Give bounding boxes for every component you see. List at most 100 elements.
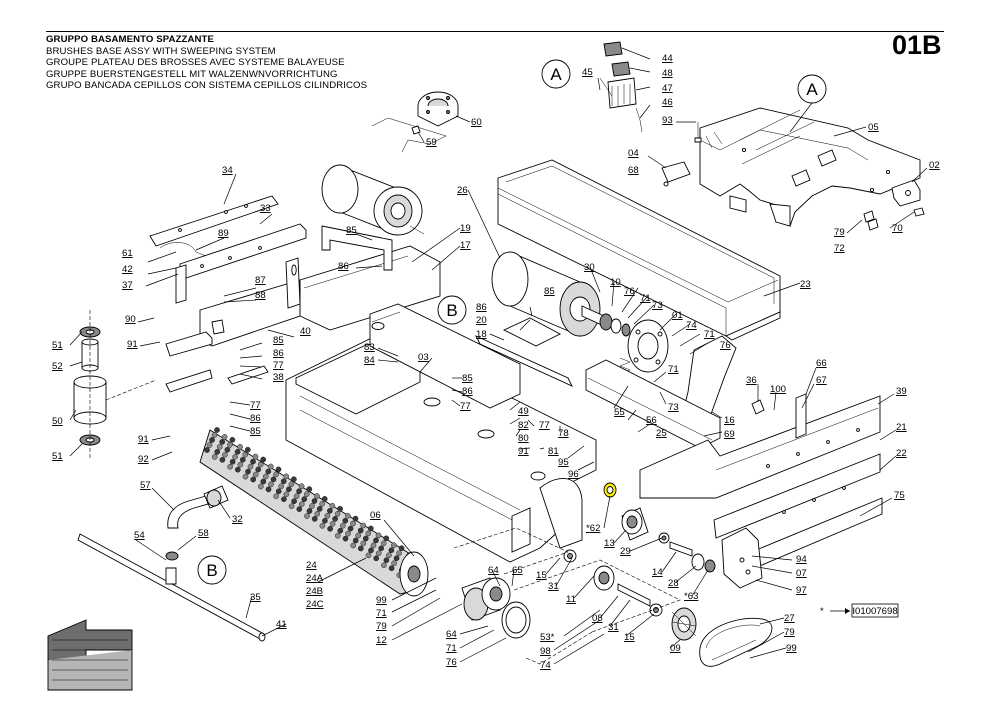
bristle-tuft (260, 456, 267, 463)
part-label-75: 75 (894, 490, 905, 501)
bristle-tuft (275, 488, 282, 495)
part-label-76-low: 76 (446, 657, 457, 668)
bristle-tuft (314, 493, 320, 499)
bristle-tuft (298, 483, 305, 490)
bristle-tuft (342, 517, 349, 524)
reference-star: * (820, 606, 824, 617)
part-number-labels: 44 48 47 45 46 93 04 68 05 02 79 72 70 6… (52, 53, 940, 671)
bristle-tuft (304, 513, 310, 519)
bristle-tuft (365, 530, 372, 537)
bristle-tuft (209, 437, 215, 443)
bristle-tuft (204, 447, 210, 453)
bristle-tuft (352, 537, 359, 544)
bristle-tuft (388, 565, 395, 572)
bristle-tuft (298, 501, 305, 507)
part-label-85-top: 85 (346, 225, 357, 236)
bristle-tuft (214, 427, 220, 433)
part-label-77-base: 77 (460, 401, 471, 412)
bristle-tuft (265, 468, 272, 475)
bristle-tuft (242, 473, 249, 480)
bristle-tuft (252, 471, 259, 478)
bristle-tuft (211, 432, 218, 438)
part-label-24: 24 (306, 560, 317, 571)
part-label-92: 92 (138, 454, 149, 465)
bristle-tuft (375, 550, 382, 557)
part-label-20: 20 (476, 315, 487, 326)
plate-40-drawing (199, 225, 441, 347)
bristle-tuft (234, 466, 241, 473)
part-label-77-low: 77 (250, 400, 261, 411)
part-label-25: 25 (656, 428, 667, 439)
reference-note: * I01007698 (820, 603, 899, 618)
frame-05-drawing (699, 107, 921, 227)
part-label-08: 08 (592, 613, 603, 624)
part-label-19: 19 (460, 223, 471, 234)
part-label-07: 07 (796, 568, 807, 579)
bristle-tuft (257, 461, 264, 468)
part-label-91-left: 91 (127, 339, 138, 350)
part-label-15-low: 15 (624, 632, 635, 643)
part-label-58: 58 (198, 528, 209, 539)
bristle-tuft (227, 463, 233, 470)
part-label-54: 54 (134, 530, 145, 541)
part-label-79-right: 79 (784, 627, 795, 638)
electrical-switches-drawing (599, 41, 643, 133)
part-label-80: 80 (518, 433, 529, 444)
bristle-tuft (357, 527, 364, 534)
part-label-91-low: 91 (138, 434, 149, 445)
part-label-91-center: 91 (518, 446, 529, 457)
part-label-53: 53* (540, 632, 555, 643)
part-label-85-low: 85 (250, 426, 261, 437)
part-label-79-left: 79 (376, 621, 387, 632)
bristle-tuft (321, 496, 328, 502)
brush-bristles (204, 427, 420, 581)
part-label-71-low: 71 (446, 643, 457, 654)
part-label-76-motor: 76 (624, 286, 635, 297)
part-label-87: 87 (255, 275, 266, 286)
callout-a-label: A (550, 65, 562, 84)
part-label-42: 42 (122, 264, 133, 275)
bristle-tuft (373, 555, 380, 562)
bristle-tuft (342, 535, 349, 542)
bristle-tuft (242, 451, 249, 458)
bristle-tuft (273, 493, 280, 500)
part-label-85-base: 85 (462, 373, 473, 384)
part-label-52: 52 (52, 361, 63, 372)
bristle-tuft (244, 446, 251, 453)
sensor-04-drawing (661, 161, 691, 183)
part-label-01: 01 (672, 310, 683, 321)
part-label-73-spring: 73 (668, 402, 679, 413)
part-label-88: 88 (255, 290, 266, 301)
part-label-31-top: 31 (548, 581, 559, 592)
part-label-31-low: 31 (608, 622, 619, 633)
part-label-64-top: 64 (488, 565, 499, 576)
part-label-77-center: 77 (539, 420, 550, 431)
part-label-27: 27 (784, 613, 795, 624)
plates-33-34-drawing (149, 195, 307, 304)
bristle-tuft (214, 449, 220, 455)
bristle-tuft (324, 513, 331, 519)
bristle-tuft (222, 451, 228, 458)
bristle-tuft (286, 486, 292, 493)
bristle-tuft (350, 542, 357, 549)
bristle-tuft (255, 466, 262, 473)
reference-code: I01007698 (852, 606, 897, 617)
bristle-tuft (334, 510, 341, 517)
part-label-41: 41 (276, 619, 287, 630)
title-german: GRUPPE BUERSTENGESTELL MIT WALZENWNVORRI… (46, 68, 338, 80)
bristle-tuft (367, 525, 374, 532)
part-label-10: 10 (610, 277, 621, 288)
part-label-17: 17 (460, 240, 471, 251)
callout-a-frame: A (789, 74, 827, 133)
direction-arrow-icon (47, 619, 133, 691)
leader-lines (69, 47, 928, 665)
part-label-98: 98 (540, 646, 551, 657)
part-label-96: 96 (568, 469, 579, 480)
part-label-67: 67 (816, 375, 827, 386)
bristle-tuft (386, 552, 392, 559)
part-label-69: 69 (724, 429, 735, 440)
bristle-tuft (262, 473, 269, 480)
bristle-tuft (288, 481, 295, 488)
bristle-tuft (311, 498, 318, 504)
bristle-tuft (396, 550, 402, 557)
